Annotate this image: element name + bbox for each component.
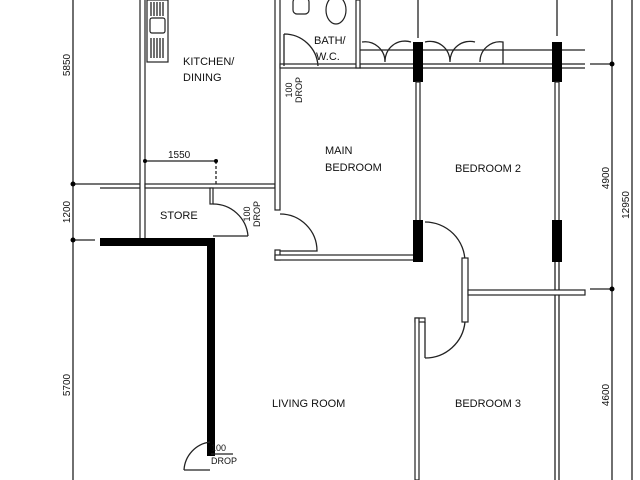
kitchen-bottom-wall (144, 183, 276, 189)
left-dimension-line (70, 0, 95, 480)
main-bedroom-label-2: BEDROOM (325, 162, 382, 174)
dim-4600: 4600 (601, 383, 612, 406)
pillar (413, 220, 423, 262)
main-bedroom-left-wall (274, 0, 281, 211)
wc-label: W.C. (316, 51, 340, 63)
dim-12950: 12950 (621, 191, 632, 219)
svg-text:DROP: DROP (211, 456, 237, 466)
dim-4900: 4900 (601, 166, 612, 189)
thick-wall-horizontal (100, 238, 215, 246)
pillar (413, 42, 423, 82)
main-bedroom-bottom-wall (274, 254, 416, 261)
sink-icon (146, 0, 169, 63)
pillar (552, 220, 562, 262)
svg-text:DROP: DROP (252, 201, 262, 227)
bath-label: BATH/ (314, 35, 347, 47)
toilet-icon (292, 0, 347, 25)
dim-5700: 5700 (62, 373, 73, 396)
bedroom-divider-wall (467, 289, 586, 296)
svg-text:DROP: DROP (294, 77, 304, 103)
dim-1550: 1550 (168, 150, 191, 161)
drop-marker-entrance: 100 DROP (211, 443, 237, 466)
main-bedroom-door[interactable] (279, 213, 318, 252)
thick-wall-vertical (207, 238, 215, 456)
kitchen-label: KITCHEN/ (183, 56, 235, 68)
living-room-label: LIVING ROOM (272, 398, 345, 410)
bedroom-doors[interactable] (424, 221, 466, 359)
svg-text:100: 100 (242, 206, 252, 221)
dim-1200: 1200 (62, 200, 73, 223)
drop-marker-bath: 100 DROP (284, 77, 304, 103)
store-label: STORE (160, 210, 198, 222)
balcony-folding-doors[interactable] (360, 40, 585, 69)
svg-text:100: 100 (211, 443, 226, 453)
svg-text:100: 100 (284, 82, 294, 97)
bath-door[interactable] (283, 33, 319, 67)
drop-marker-store: 100 DROP (242, 201, 262, 227)
bedroom-3-label: BEDROOM 3 (455, 398, 521, 410)
main-bedroom-label-1: MAIN (325, 145, 353, 157)
dim-5850: 5850 (62, 53, 73, 76)
right-dimension-line (590, 0, 633, 480)
entrance-door[interactable] (183, 441, 211, 471)
pillar (552, 42, 562, 82)
dining-label: DINING (183, 72, 222, 84)
bedroom-2-label: BEDROOM 2 (455, 163, 521, 175)
kitchen-wall (139, 0, 146, 241)
store-dimension-line (143, 159, 218, 184)
store-door[interactable] (212, 203, 249, 237)
